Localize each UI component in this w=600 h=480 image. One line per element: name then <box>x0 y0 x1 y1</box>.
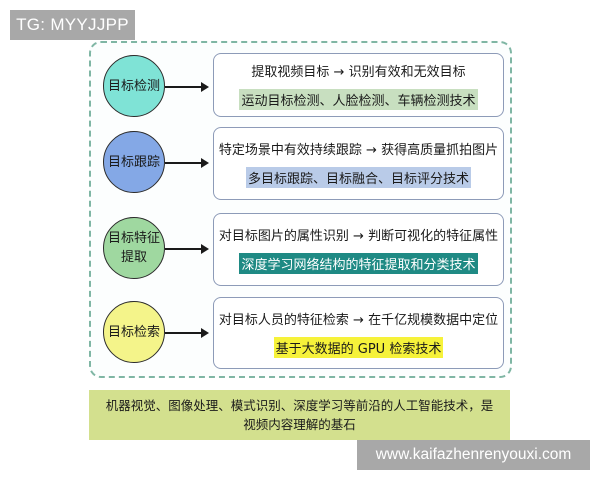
stage-description: 特定场景中有效持续跟踪 → 获得高质量抓拍图片 <box>218 143 499 158</box>
pipeline-container: 目标检测 提取视频目标 → 识别有效和无效目标 运动目标检测、人脸检测、车辆检测… <box>89 41 512 378</box>
stage-technology: 多目标跟踪、目标融合、目标评分技术 <box>245 167 471 188</box>
stage-row-detection: 目标检测 提取视频目标 → 识别有效和无效目标 运动目标检测、人脸检测、车辆检测… <box>91 53 510 117</box>
stage-box-tracking: 特定场景中有效持续跟踪 → 获得高质量抓拍图片 多目标跟踪、目标融合、目标评分技… <box>213 127 504 200</box>
stage-technology: 深度学习网络结构的特征提取和分类技术 <box>239 253 478 274</box>
summary-line1: 机器视觉、图像处理、模式识别、深度学习等前沿的人工智能技术，是 <box>105 398 494 413</box>
node-label-line1: 目标特征 <box>107 231 160 246</box>
summary-banner: 机器视觉、图像处理、模式识别、深度学习等前沿的人工智能技术，是 视频内容理解的基… <box>89 390 510 440</box>
node-label-line2: 提取 <box>120 250 147 265</box>
stage-description: 提取视频目标 → 识别有效和无效目标 <box>251 64 466 80</box>
stage-technology: 运动目标检测、人脸检测、车辆检测技术 <box>239 88 478 110</box>
node-label: 目标跟踪 <box>107 154 160 170</box>
arrow-right-icon <box>165 244 209 254</box>
node-target-retrieval: 目标检索 <box>103 301 165 363</box>
stage-row-retrieval: 目标检索 对目标人员的特征检索 → 在千亿规模数据中定位 基于大数据的 GPU … <box>91 297 510 369</box>
stage-description: 对目标人员的特征检索 → 在千亿规模数据中定位 <box>218 312 499 328</box>
stage-row-tracking: 目标跟踪 特定场景中有效持续跟踪 → 获得高质量抓拍图片 多目标跟踪、目标融合、… <box>91 127 510 200</box>
node-target-tracking: 目标跟踪 <box>103 131 165 193</box>
stage-box-feature-extraction: 对目标图片的属性识别 → 判断可视化的特征属性 深度学习网络结构的特征提取和分类… <box>213 213 504 286</box>
stage-row-feature-extraction: 目标特征 提取 对目标图片的属性识别 → 判断可视化的特征属性 深度学习网络结构… <box>91 213 510 286</box>
stage-description: 对目标图片的属性识别 → 判断可视化的特征属性 <box>218 229 499 244</box>
stage-box-detection: 提取视频目标 → 识别有效和无效目标 运动目标检测、人脸检测、车辆检测技术 <box>213 53 504 117</box>
node-label: 目标检测 <box>107 78 160 94</box>
arrow-right-icon <box>165 82 209 92</box>
node-target-detection: 目标检测 <box>103 55 165 117</box>
node-label: 目标检索 <box>107 324 160 340</box>
node-target-feature-extraction: 目标特征 提取 <box>103 217 165 279</box>
tg-watermark: TG: MYYJJPP <box>10 10 135 40</box>
stage-box-retrieval: 对目标人员的特征检索 → 在千亿规模数据中定位 基于大数据的 GPU 检索技术 <box>213 297 504 369</box>
summary-line2: 视频内容理解的基石 <box>243 417 356 432</box>
arrow-right-icon <box>165 158 209 168</box>
site-watermark: www.kaifazhenrenyouxi.com <box>357 440 590 470</box>
stage-technology: 基于大数据的 GPU 检索技术 <box>273 336 444 358</box>
arrow-right-icon <box>165 328 209 338</box>
